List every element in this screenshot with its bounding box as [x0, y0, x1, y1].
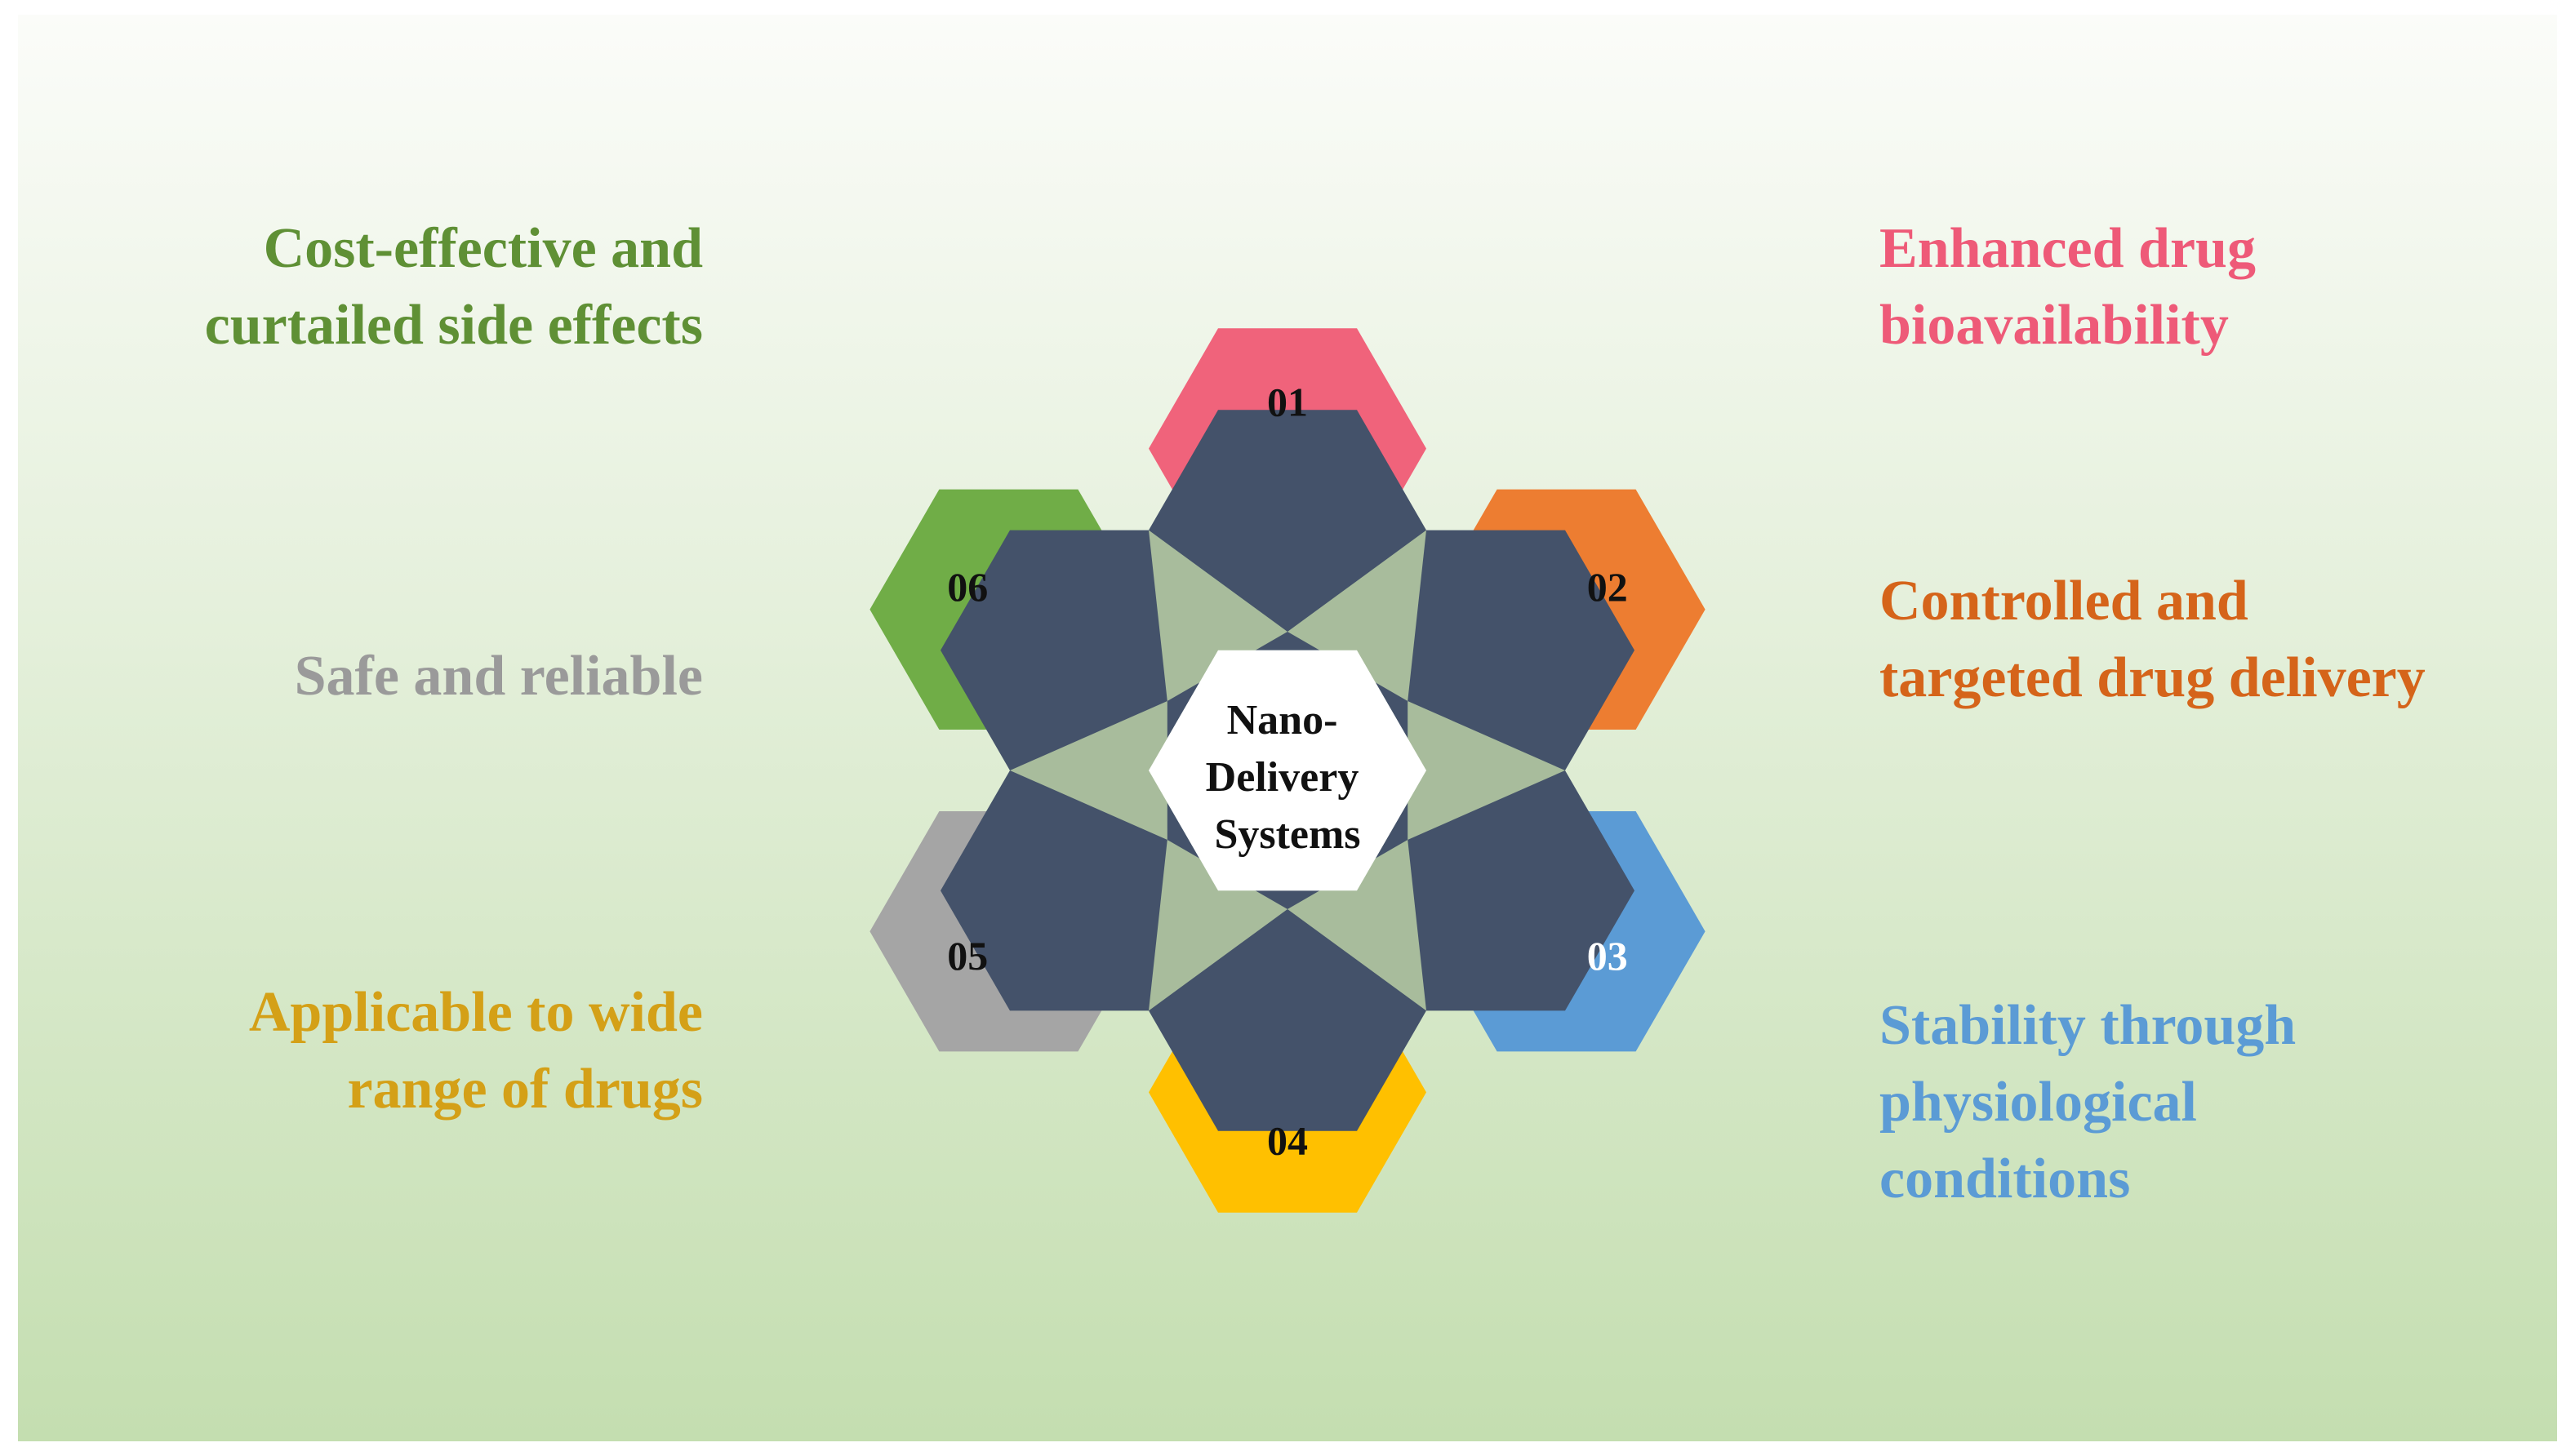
- label-cost-effective: Cost-effective and curtailed side effect…: [205, 211, 703, 364]
- label-applicable-wide-range: Applicable to wide range of drugs: [249, 974, 703, 1128]
- label-stability: Stability through physiological conditio…: [1879, 988, 2296, 1218]
- center-label-line-2: Delivery: [1206, 754, 1359, 801]
- label-3-line-1: Stability through: [1879, 994, 2297, 1057]
- label-controlled-targeted-delivery: Controlled and targeted drug delivery: [1879, 563, 2426, 717]
- center-hexagon: [1149, 650, 1426, 891]
- center-label-line-1: Nano-: [1227, 697, 1338, 744]
- petal-number-02: 02: [1587, 564, 1628, 610]
- label-6-line-1: Cost-effective and: [263, 217, 703, 280]
- petal-number-03: 03: [1587, 933, 1628, 979]
- petal-overlap-05: [1010, 701, 1167, 840]
- label-1-line-2: bioavailability: [1879, 294, 2229, 357]
- petal-number-04: 04: [1267, 1117, 1308, 1163]
- label-enhanced-bioavailability: Enhanced drug bioavailability: [1879, 211, 2256, 364]
- petal-overlaps: [1010, 530, 1565, 1011]
- petal-overlap-03: [1288, 840, 1426, 1011]
- label-3-line-3: conditions: [1879, 1147, 2131, 1210]
- petal-overlap-01: [1288, 530, 1426, 701]
- label-4-line-2: range of drugs: [347, 1058, 703, 1121]
- label-4-line-1: Applicable to wide: [248, 981, 703, 1044]
- petal-number-06: 06: [947, 564, 988, 610]
- label-3-line-2: physiological: [1879, 1071, 2197, 1134]
- center-label: Nano- Delivery Systems: [1206, 697, 1370, 858]
- petal-numbers: 01 02 03 04 05 06: [947, 380, 1628, 1164]
- label-2-line-2: targeted drug delivery: [1879, 646, 2426, 709]
- label-5-line-1: Safe and reliable: [294, 645, 703, 708]
- petal-overlap-06: [1149, 530, 1288, 701]
- petal-number-05: 05: [947, 933, 988, 979]
- petal-overlap-02: [1408, 701, 1565, 840]
- label-safe-reliable: Safe and reliable: [295, 638, 703, 715]
- label-1-line-1: Enhanced drug: [1879, 217, 2256, 280]
- label-6-line-2: curtailed side effects: [204, 294, 703, 357]
- petal-overlap-04: [1149, 840, 1288, 1011]
- label-2-line-1: Controlled and: [1879, 570, 2248, 633]
- petal-number-01: 01: [1267, 380, 1308, 425]
- center-label-line-3: Systems: [1214, 811, 1360, 858]
